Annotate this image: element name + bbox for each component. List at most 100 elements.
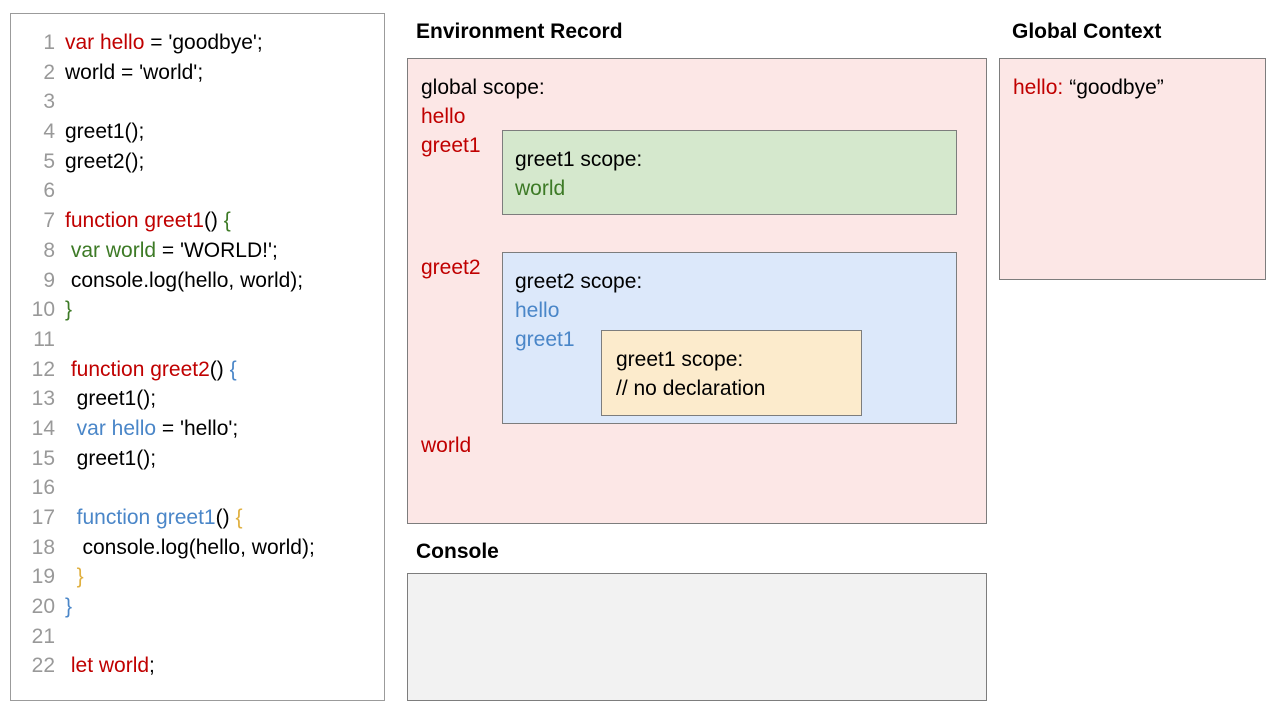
code-line[interactable]: 1 var hello = 'goodbye';	[21, 28, 374, 58]
code-line-number: 22	[31, 654, 55, 678]
code-line-text: let world;	[65, 651, 155, 681]
code-line-number: 16	[31, 476, 55, 500]
environment-record-heading: Environment Record	[416, 20, 623, 43]
global-context-entry-key: hello:	[1013, 76, 1064, 99]
code-token	[65, 565, 77, 588]
code-line-text: greet1();	[65, 444, 156, 474]
code-line[interactable]: 17 function greet1() {	[21, 503, 374, 533]
code-line[interactable]: 19 }	[21, 562, 374, 592]
code-line[interactable]: 3	[21, 87, 374, 117]
inner-greet1-scope-title: greet1 scope:	[616, 348, 744, 371]
code-line-number: 14	[31, 416, 55, 440]
code-line-text: function greet2() {	[65, 355, 237, 385]
code-line[interactable]: 9 console.log(hello, world);	[21, 266, 374, 296]
code-token: greet2();	[65, 149, 145, 173]
code-line[interactable]: 16	[21, 473, 374, 503]
code-token: ()	[215, 506, 236, 529]
code-line[interactable]: 5 greet2();	[21, 147, 374, 177]
code-token: {	[229, 357, 237, 381]
code-line-number: 5	[43, 149, 55, 173]
code-line-number: 19	[31, 565, 55, 589]
code-line-number: 6	[43, 179, 55, 203]
code-token: ()	[203, 209, 224, 233]
greet1-scope-title: greet1 scope:	[515, 148, 643, 171]
greet2-scope-title: greet2 scope:	[515, 270, 643, 293]
code-token: }	[76, 565, 84, 589]
inner-greet1-scope-note: // no declaration	[616, 377, 766, 400]
code-token: {	[223, 209, 231, 233]
code-line-number: 15	[31, 446, 55, 470]
code-line[interactable]: 6	[21, 176, 374, 206]
code-line-number: 9	[43, 268, 55, 292]
global-scope-title: global scope:	[421, 76, 545, 99]
code-line-number: 2	[43, 60, 55, 84]
code-line-number: 3	[43, 90, 55, 114]
code-line-number: 21	[31, 624, 55, 648]
code-line[interactable]: 21	[21, 622, 374, 652]
code-token: greet1();	[65, 446, 157, 470]
code-line[interactable]: 13 greet1();	[21, 384, 374, 414]
code-token: ;	[149, 654, 155, 678]
code-token: = 'goodbye';	[144, 31, 263, 54]
global-context-box: hello:“goodbye”	[999, 58, 1266, 280]
code-line[interactable]: 18 console.log(hello, world);	[21, 533, 374, 563]
code-token: function greet1	[65, 209, 204, 233]
code-token	[65, 506, 77, 529]
greet2-scope-box: greet2 scope: hello greet1 greet1 scope:…	[502, 252, 957, 424]
code-line-text: console.log(hello, world);	[65, 533, 315, 563]
code-line[interactable]: 12 function greet2() {	[21, 355, 374, 385]
code-line-text: }	[65, 562, 84, 592]
code-editor-panel: 1 var hello = 'goodbye'; 2 world = 'world';…	[10, 13, 385, 701]
code-line-text: var hello = 'goodbye';	[65, 28, 263, 58]
global-binding-hello: hello	[421, 105, 466, 128]
greet1-scope-box: greet1 scope: world	[502, 130, 957, 215]
global-scope-box: global scope: hello greet1 greet2 world …	[407, 58, 987, 524]
code-token: }	[65, 298, 73, 322]
global-context-entry: hello:“goodbye”	[1013, 73, 1164, 102]
code-token: var hello	[65, 31, 145, 54]
code-line[interactable]: 15 greet1();	[21, 444, 374, 474]
code-line-text: greet2();	[65, 147, 144, 177]
code-line[interactable]: 2 world = 'world';	[21, 58, 374, 88]
code-token: var hello	[76, 416, 157, 440]
code-line[interactable]: 8 var world = 'WORLD!';	[21, 236, 374, 266]
code-line[interactable]: 22 let world;	[21, 651, 374, 681]
inner-greet1-scope-box: greet1 scope: // no declaration	[601, 330, 862, 416]
code-line-number: 10	[31, 298, 55, 322]
global-binding-world: world	[421, 434, 472, 457]
greet2-binding-hello: hello	[515, 299, 560, 322]
code-token: ()	[209, 357, 230, 381]
code-line-number: 17	[31, 506, 55, 529]
code-line[interactable]: 10}	[21, 295, 374, 325]
code-line-number: 8	[43, 238, 55, 262]
code-token: }	[65, 595, 73, 619]
global-context-entry-value: “goodbye”	[1069, 76, 1164, 99]
code-line-text: var hello = 'hello';	[65, 414, 239, 444]
console-output-box[interactable]	[407, 573, 987, 701]
code-line-number: 1	[43, 31, 55, 54]
global-context-heading: Global Context	[1012, 20, 1162, 43]
console-heading: Console	[416, 540, 499, 563]
code-line[interactable]: 14 var hello = 'hello';	[21, 414, 374, 444]
code-token	[65, 417, 77, 440]
code-line-number: 20	[31, 595, 55, 619]
code-line-number: 13	[31, 387, 55, 411]
global-binding-greet2: greet2	[421, 256, 481, 279]
code-token: = 'WORLD!';	[156, 238, 278, 262]
code-line-text: greet1();	[65, 384, 156, 414]
code-line-text: }	[65, 592, 72, 622]
global-binding-greet1: greet1	[421, 134, 481, 157]
code-line-number: 11	[33, 327, 55, 351]
code-token: console.log(hello, world);	[65, 535, 315, 559]
code-token: let world	[70, 654, 150, 678]
code-line[interactable]: 20}	[21, 592, 374, 622]
code-line[interactable]: 11	[21, 325, 374, 355]
greet1-binding-world: world	[515, 177, 566, 200]
code-token: world = 'world';	[65, 60, 204, 84]
code-line-text: function greet1() {	[65, 503, 243, 533]
code-token: = 'hello';	[156, 416, 239, 440]
code-line-text: greet1();	[65, 117, 144, 147]
code-token: greet1();	[65, 120, 145, 144]
